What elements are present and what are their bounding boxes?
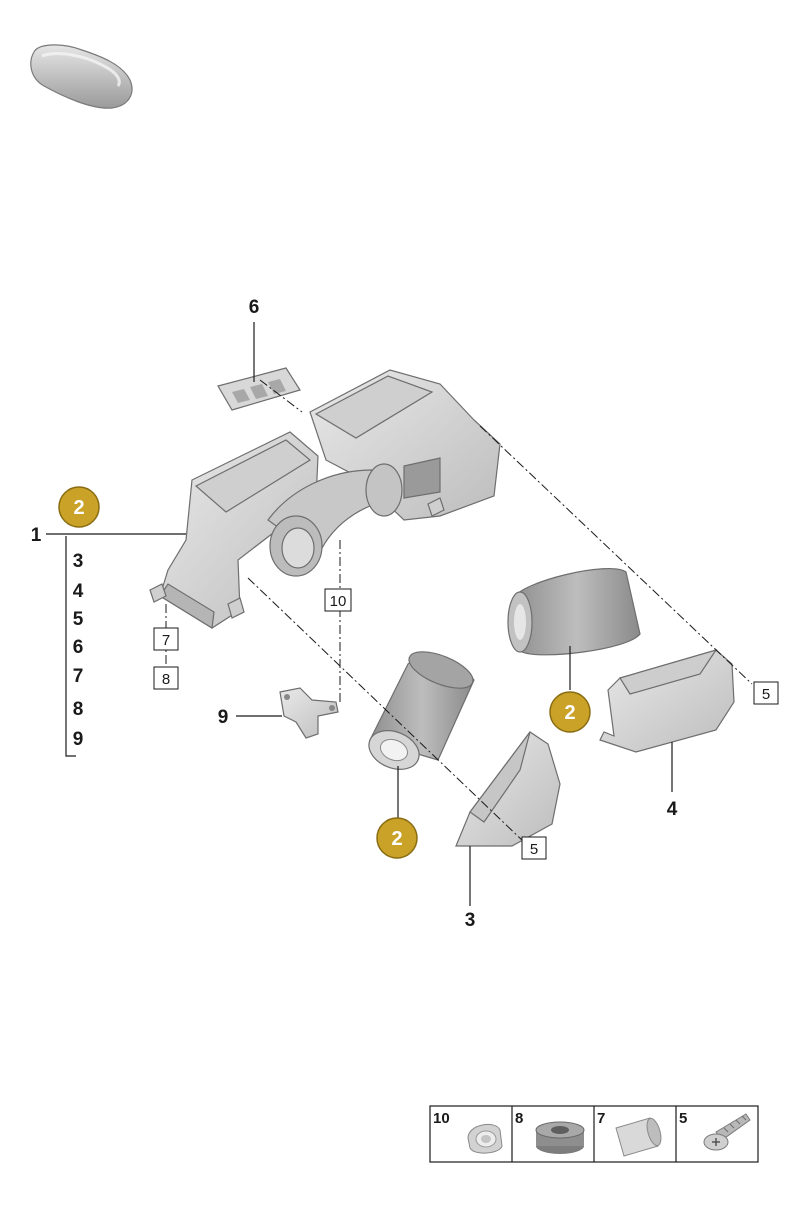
dashline-grille <box>259 379 303 413</box>
vent-grille <box>217 367 301 411</box>
svg-text:8: 8 <box>515 1110 523 1127</box>
boxed-label-bushing[interactable]: 8 <box>153 666 179 690</box>
air-filter-right <box>507 568 641 656</box>
screw-icon <box>703 1113 751 1151</box>
callout-grille: 6 <box>249 297 260 318</box>
legend-cell-7[interactable]: 7 <box>597 1110 664 1157</box>
callout-housing: 1 <box>31 525 42 546</box>
sublist-item: 8 <box>73 699 84 720</box>
badge-filter-left[interactable]: 2 <box>376 817 418 859</box>
callout-duct-left: 3 <box>465 910 476 931</box>
legend-cell-5[interactable]: 5 <box>679 1110 751 1151</box>
sublist-item: 9 <box>73 729 84 750</box>
legend-cell-8[interactable]: 8 <box>515 1110 585 1154</box>
sleeve-icon <box>615 1117 662 1157</box>
svg-text:5: 5 <box>530 841 538 858</box>
svg-text:7: 7 <box>597 1110 605 1127</box>
dashline-screw-right <box>479 425 753 685</box>
sublist-item: 6 <box>73 637 84 658</box>
vehicle-thumbnail-icon <box>30 44 133 109</box>
sublist-item: 3 <box>73 551 84 572</box>
mounting-bracket <box>279 687 339 739</box>
svg-text:2: 2 <box>391 828 402 850</box>
intake-duct-right <box>599 648 735 753</box>
svg-text:2: 2 <box>73 497 84 519</box>
badge-filter-housing[interactable]: 2 <box>58 486 100 528</box>
svg-text:5: 5 <box>679 1110 687 1127</box>
sublist-item: 5 <box>73 609 84 630</box>
grommet-icon <box>467 1123 503 1154</box>
sublist-item: 4 <box>73 581 84 602</box>
callout-duct-right: 4 <box>667 799 678 820</box>
small-parts-legend: 10 8 7 5 <box>429 1105 759 1163</box>
boxed-label-screw-lower[interactable]: 5 <box>521 836 547 860</box>
boxed-label-grommet[interactable]: 10 <box>324 588 352 612</box>
air-intake-housing <box>149 369 501 629</box>
svg-text:10: 10 <box>433 1110 450 1127</box>
callout-bracket: 9 <box>218 707 229 728</box>
sublist-item: 7 <box>73 666 84 687</box>
dashline-screw-lower <box>247 577 525 843</box>
svg-text:5: 5 <box>762 686 770 703</box>
svg-text:8: 8 <box>162 671 170 688</box>
sublist: 3 4 5 6 7 8 9 <box>73 551 84 750</box>
badge-filter-right[interactable]: 2 <box>549 691 591 733</box>
intake-duct-left <box>455 731 561 847</box>
svg-text:2: 2 <box>564 702 575 724</box>
boxed-label-screw-right[interactable]: 5 <box>753 681 779 705</box>
bushing-icon <box>535 1121 585 1154</box>
svg-text:10: 10 <box>330 593 347 610</box>
sublist-bracket <box>65 536 76 757</box>
air-filter-left <box>368 651 475 770</box>
boxed-label-sleeve[interactable]: 7 <box>153 627 179 651</box>
legend-cell-10[interactable]: 10 <box>433 1110 503 1154</box>
svg-text:7: 7 <box>162 632 170 649</box>
